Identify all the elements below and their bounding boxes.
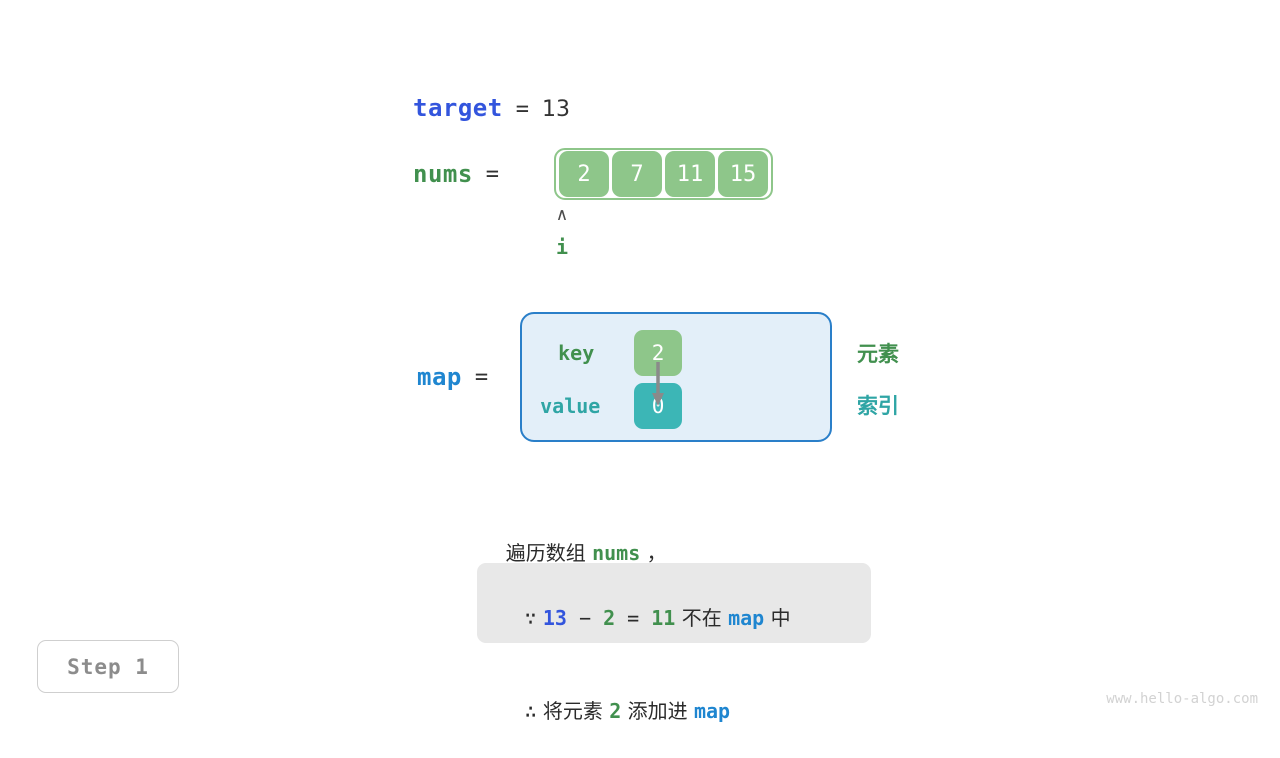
nums-assignment-row: nums = 2 7 11 15 (413, 148, 774, 200)
target-equals-sign: = (515, 97, 529, 122)
formula-result: 11 (651, 606, 676, 630)
caption-prefix: 遍历数组 (505, 541, 593, 565)
formula-minus: − (578, 606, 592, 630)
formula-equals: = (627, 606, 640, 630)
therefore-symbol: ∴ (524, 699, 537, 723)
map-assignment-row: map = key value 2 0 (417, 312, 833, 442)
step-badge: Step 1 (37, 640, 179, 693)
map-variable-name: map (417, 363, 462, 391)
caption-text: 遍历数组 nums ， (493, 513, 667, 566)
array-cell: 15 (718, 151, 769, 197)
array-cell: 7 (612, 151, 663, 197)
annotation-index-label: 索引 (857, 394, 899, 418)
formula-text-in: 中 (770, 606, 791, 630)
target-assignment-row: target = 13 (413, 94, 570, 122)
caption-code-nums: nums (592, 541, 641, 565)
formula-operand-target: 13 (542, 606, 567, 630)
map-equals-sign: = (474, 364, 489, 390)
formula-operand-current: 2 (603, 606, 616, 630)
index-pointer-group: ∧ i (545, 205, 579, 260)
watermark: www.hello-algo.com (1106, 691, 1258, 707)
target-variable-name: target (413, 94, 503, 122)
array-cell: 2 (559, 151, 610, 197)
formula-text-add-into: 添加进 (627, 699, 688, 723)
map-value-cell: 0 (634, 383, 683, 429)
step-badge-label: Step 1 (67, 654, 149, 679)
explanation-box: ∵ 13 − 2 = 11 不在 map 中 ∴ 将元素 2 添加进 map (477, 563, 871, 723)
map-container: key value 2 0 (520, 312, 833, 442)
formula-text-not-in: 不在 (681, 606, 722, 630)
map-key-cell: 2 (634, 330, 683, 376)
map-value-label: value (540, 394, 601, 418)
nums-array-container: 2 7 11 15 (554, 148, 774, 200)
target-value: 13 (541, 97, 570, 122)
nums-equals-sign: = (485, 161, 500, 187)
because-symbol: ∵ (524, 606, 537, 630)
formula-map-ref: map (693, 699, 731, 723)
map-key-label: key (558, 341, 595, 365)
formula-text-add-element: 将元素 (542, 699, 603, 723)
pointer-caret-icon: ∧ (555, 205, 569, 225)
annotation-element-label: 元素 (857, 342, 899, 366)
caption-suffix: ， (640, 541, 667, 565)
explanation-line-2: ∴ 将元素 2 添加进 map (499, 665, 849, 758)
nums-variable-name: nums (413, 160, 473, 188)
formula-map-ref: map (728, 606, 765, 630)
formula-added-number: 2 (609, 699, 622, 723)
explanation-line-1: ∵ 13 − 2 = 11 不在 map 中 (499, 572, 849, 665)
formula-minus-sign (567, 606, 579, 630)
array-cell: 11 (665, 151, 716, 197)
pointer-label: i (555, 235, 569, 259)
